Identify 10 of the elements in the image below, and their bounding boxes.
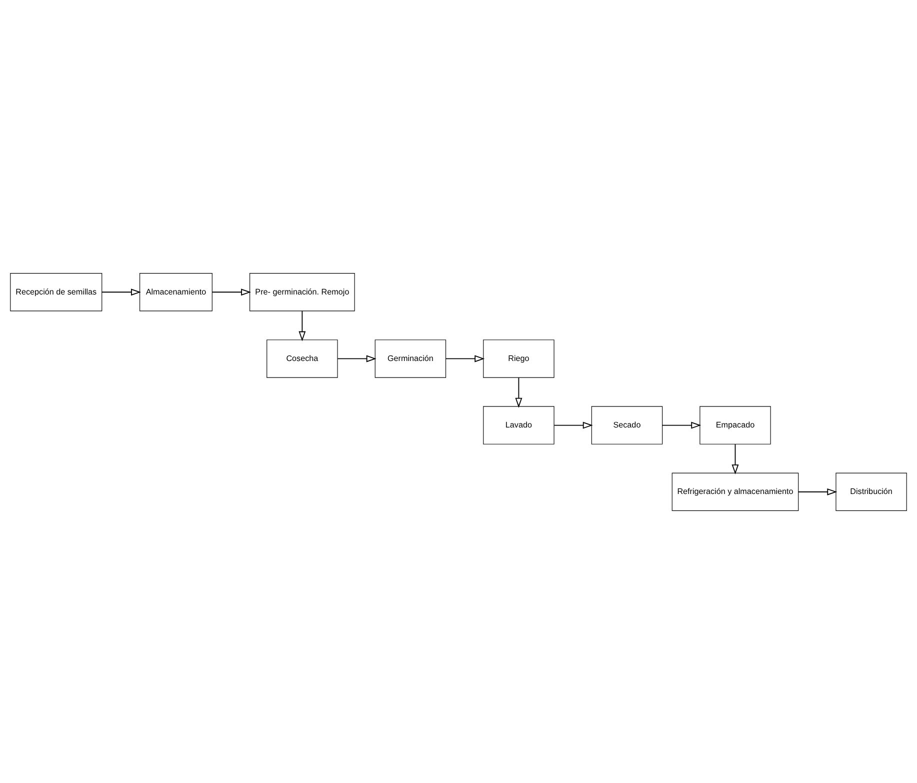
arrow <box>298 310 306 341</box>
arrow <box>662 421 702 428</box>
arrow <box>337 354 376 362</box>
arrow <box>732 443 739 474</box>
arrow <box>515 376 522 408</box>
arrow <box>102 288 141 296</box>
arrow <box>212 288 252 296</box>
arrow <box>554 421 593 428</box>
arrow <box>446 354 485 362</box>
arrow <box>798 488 838 495</box>
